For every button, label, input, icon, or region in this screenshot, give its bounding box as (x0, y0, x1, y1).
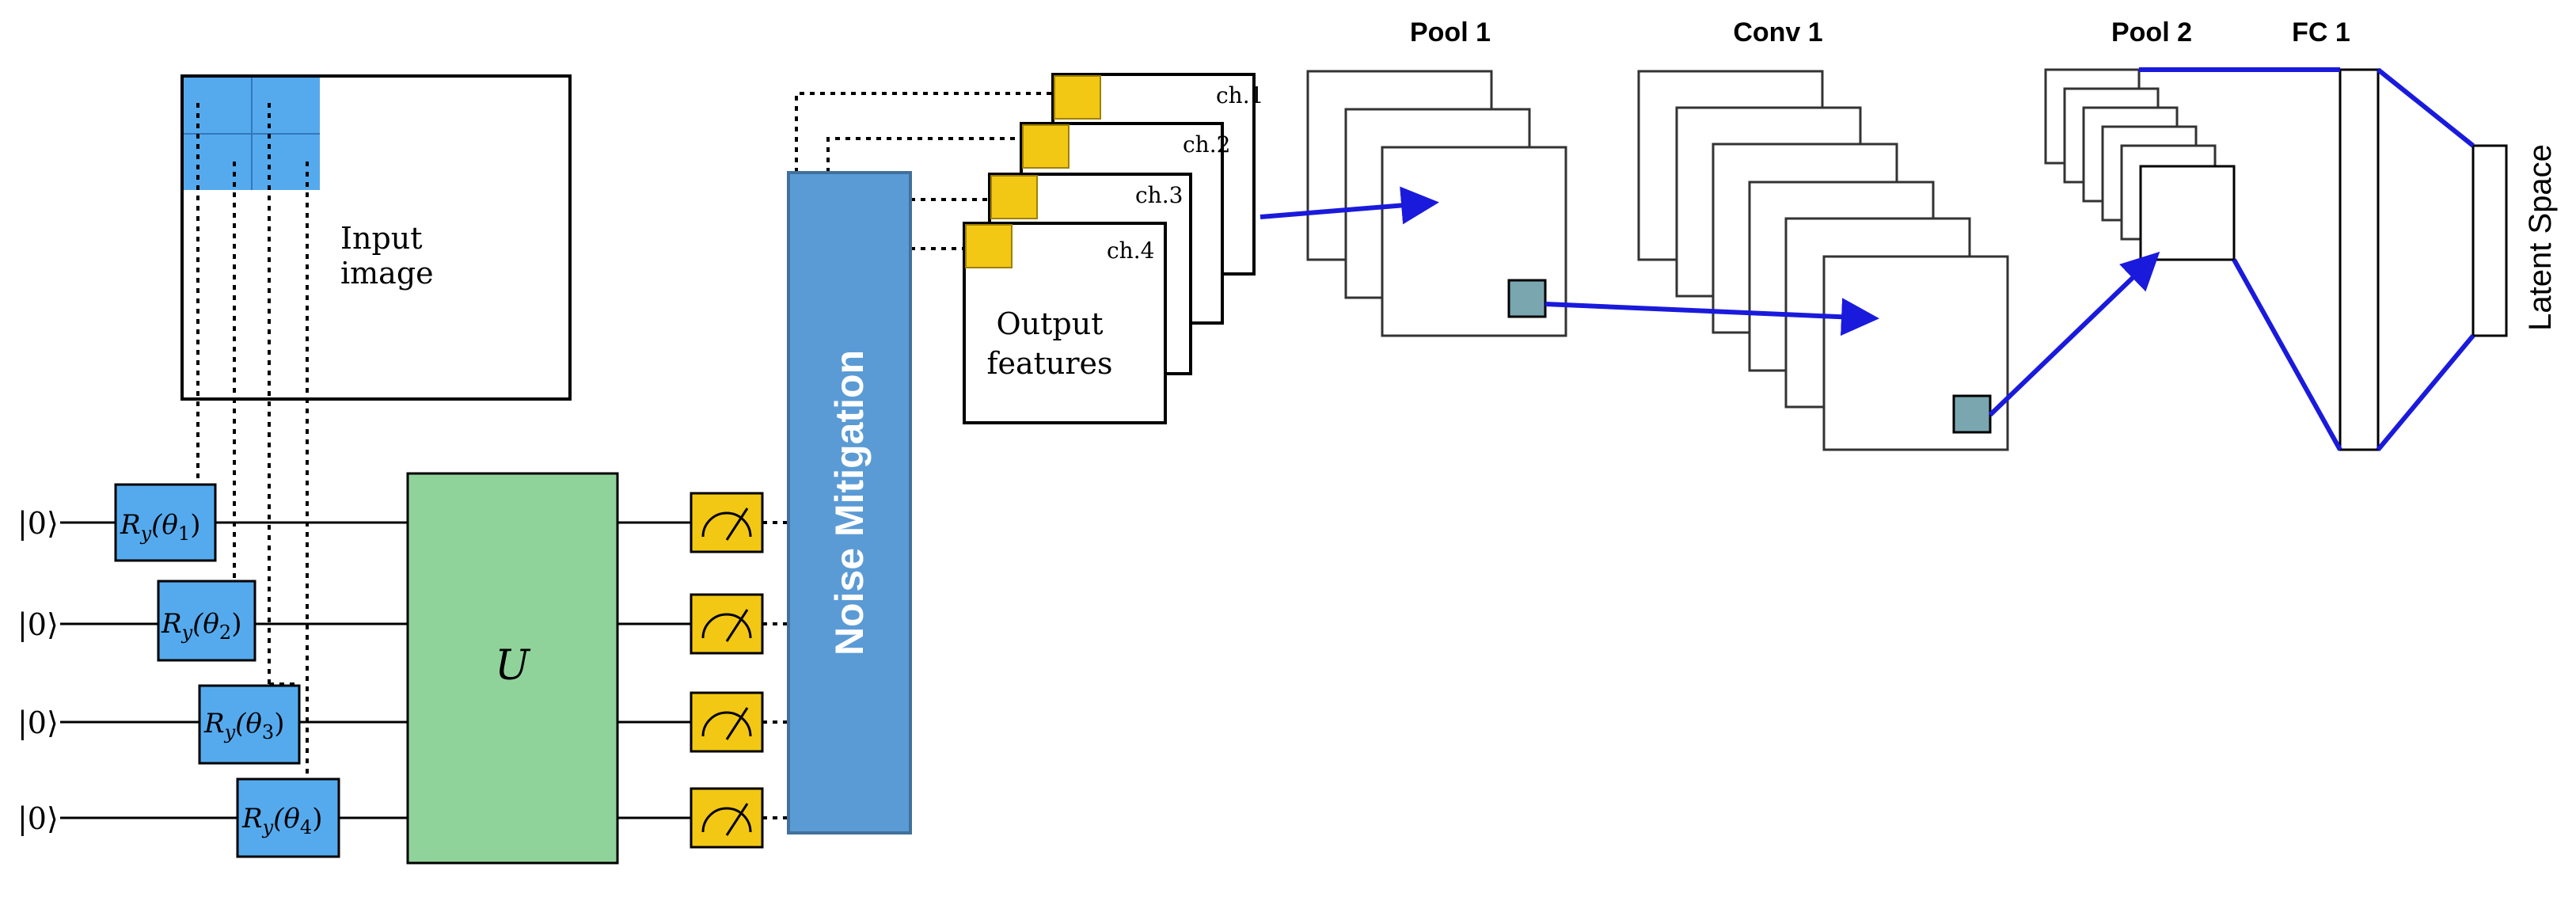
channel-label-3: ch.3 (1135, 182, 1183, 208)
input-image-label-line2: image (340, 256, 434, 291)
svg-text:Ry(θ2): Ry(θ2) (161, 608, 241, 644)
channel-connectors (795, 92, 1053, 250)
conv1-kernel (1952, 394, 1992, 434)
connector-fc1-latent-top (2377, 67, 2475, 148)
channel-label-4: ch.4 (1107, 238, 1154, 264)
pool2-title: Pool 2 (2111, 17, 2192, 48)
qubit-wires (60, 521, 691, 819)
qubit-state-2: |0⟩ (17, 607, 59, 642)
channel-label-2: ch.2 (1183, 131, 1230, 158)
fc1-layer: FC 1 (2292, 17, 2380, 451)
meter-icon (690, 691, 764, 753)
meter-connectors (762, 521, 788, 819)
channel-label-1: ch.1 (1216, 82, 1263, 108)
arrow-conv1-to-pool2 (1988, 251, 2160, 417)
input-image: Input image (180, 74, 572, 401)
ry-gate-1: Ry(θ1) (114, 483, 217, 562)
measurement-meters (690, 492, 764, 849)
ry-gate-3: Ry(θ3) (198, 684, 301, 765)
conv1-title: Conv 1 (1733, 17, 1822, 48)
noise-mitigation-block: Noise Mitigation (787, 171, 912, 834)
qubit-state-1: |0⟩ (17, 506, 59, 541)
pool1-title: Pool 1 (1410, 17, 1491, 48)
meter-icon (690, 492, 764, 553)
fc1-title: FC 1 (2292, 17, 2350, 48)
meter-icon (690, 593, 764, 655)
noise-mitigation-label: Noise Mitigation (827, 350, 872, 656)
connector-pool2-fc1-bottom (2232, 258, 2342, 451)
arrow-pool1-to-conv1 (1544, 298, 1879, 336)
connector-fc1-latent-bottom (2376, 334, 2475, 451)
output-label-line2: features (986, 346, 1112, 381)
qubit-states: |0⟩ |0⟩ |0⟩ |0⟩ (17, 506, 59, 836)
unitary-label: U (495, 642, 531, 690)
ry-gate-4: Ry(θ4) (236, 777, 340, 858)
channel-map-4: ch.4 (963, 222, 1167, 424)
svg-text:Ry(θ3): Ry(θ3) (203, 708, 284, 743)
svg-text:Ry(θ4): Ry(θ4) (241, 803, 322, 838)
connection-arrows (1260, 67, 2475, 451)
latent-vector: Latent Space (2472, 144, 2558, 337)
ry-gate-2: Ry(θ2) (157, 580, 256, 662)
qubit-state-4: |0⟩ (17, 801, 59, 836)
input-image-label-line1: Input (340, 221, 423, 256)
pool1-kernel (1507, 279, 1547, 318)
input-patch (184, 78, 320, 190)
output-features: ch.1 ch.2 ch.3 ch.4 Output features (963, 73, 1263, 424)
svg-text:Ry(θ1): Ry(θ1) (120, 509, 200, 545)
output-label-line1: Output (997, 306, 1104, 341)
unitary-block: U (406, 472, 619, 865)
pool1-layer: Pool 1 (1306, 17, 1567, 337)
conv1-layer: Conv 1 (1637, 17, 2009, 451)
arrow-output-to-pool1 (1260, 186, 1439, 225)
pool2-layer: Pool 2 (2044, 17, 2236, 261)
latent-space-label: Latent Space (2523, 144, 2558, 331)
qubit-state-3: |0⟩ (17, 705, 59, 740)
meter-icon (690, 787, 764, 849)
